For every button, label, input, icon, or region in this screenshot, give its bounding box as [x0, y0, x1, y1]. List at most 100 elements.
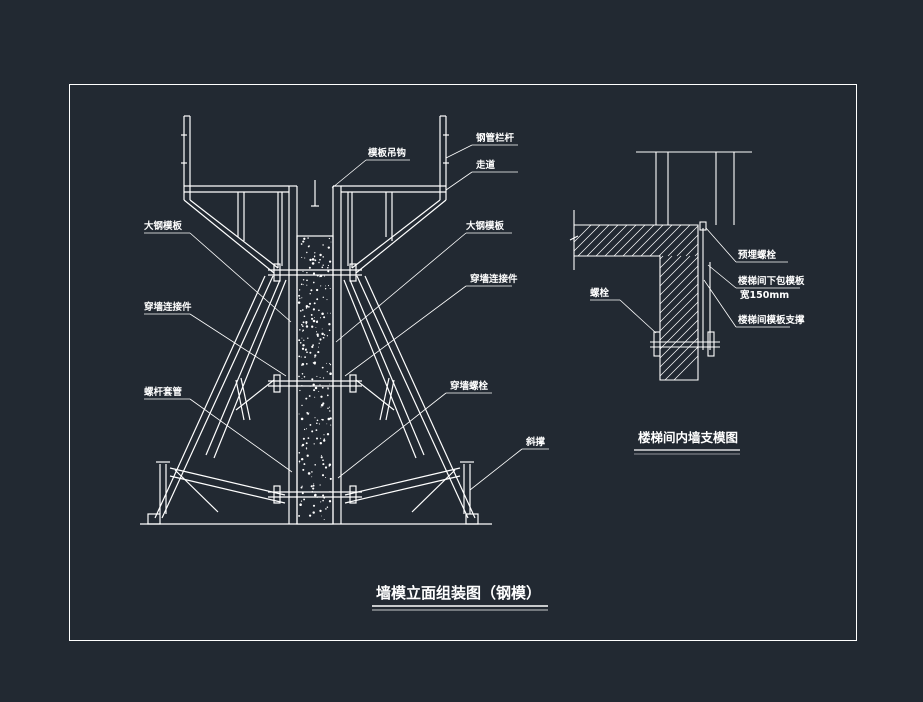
- concrete-speckle: [312, 383, 315, 386]
- concrete-speckle: [321, 366, 324, 369]
- wall-tie-middle: [268, 374, 362, 393]
- section-hatch-line: [685, 243, 699, 257]
- concrete-speckle: [306, 251, 308, 254]
- concrete-speckle: [322, 256, 324, 258]
- concrete-speckle: [325, 508, 327, 510]
- concrete-speckle: [312, 484, 315, 487]
- concrete-speckle: [297, 301, 301, 304]
- concrete-speckle: [307, 413, 310, 415]
- section-hatch-line: [659, 255, 691, 287]
- concrete-speckle: [299, 389, 301, 392]
- label-brace: 斜撑: [525, 436, 546, 448]
- concrete-speckle: [309, 258, 312, 262]
- concrete-speckle: [330, 424, 332, 426]
- concrete-speckle: [310, 485, 313, 488]
- concrete-speckle: [328, 500, 332, 503]
- concrete-speckle: [326, 362, 328, 364]
- concrete-speckle: [311, 317, 314, 320]
- concrete-speckle: [307, 337, 309, 339]
- concrete-speckle: [301, 492, 304, 495]
- concrete-speckle: [316, 422, 318, 425]
- concrete-speckle: [312, 344, 314, 346]
- concrete-speckle: [316, 419, 319, 422]
- concrete-speckle: [321, 515, 322, 517]
- concrete-speckle: [302, 437, 305, 440]
- label-screw-rod: 螺杆套管: [144, 386, 183, 398]
- concrete-speckle: [314, 396, 316, 398]
- concrete-speckle: [317, 351, 320, 354]
- concrete-speckle: [308, 514, 312, 517]
- concrete-speckle: [305, 447, 308, 449]
- drawing-frame: [69, 84, 857, 641]
- concrete-speckle: [328, 260, 332, 263]
- label-walkway: 走道: [475, 159, 496, 171]
- concrete-speckle: [327, 246, 330, 249]
- section-hatch-line: [659, 310, 699, 350]
- concrete-speckle: [326, 506, 329, 508]
- concrete-speckle: [303, 428, 306, 431]
- concrete-speckle: [327, 407, 329, 409]
- concrete-speckle: [312, 281, 315, 284]
- concrete-speckle: [315, 331, 318, 333]
- concrete-speckle: [326, 423, 328, 425]
- concrete-speckle: [321, 312, 324, 315]
- section-hatch-line: [659, 255, 673, 269]
- concrete-speckle: [303, 463, 306, 466]
- concrete-speckle: [300, 417, 304, 421]
- concrete-speckle: [323, 316, 326, 319]
- wall-tie-bottom: [268, 485, 362, 504]
- concrete-speckle: [298, 375, 300, 378]
- concrete-speckle: [305, 363, 308, 365]
- label-top-hook: 模板吊钩: [368, 147, 407, 159]
- concrete-speckle: [300, 283, 303, 286]
- concrete-speckle: [299, 297, 301, 300]
- concrete-speckle: [322, 264, 324, 266]
- concrete-speckle: [324, 287, 327, 290]
- concrete-speckle: [299, 462, 300, 464]
- concrete-speckle: [313, 256, 316, 258]
- concrete-wall: [296, 235, 334, 525]
- section-hatch-line: [659, 301, 699, 341]
- concrete-speckle: [320, 406, 322, 408]
- concrete-speckle: [322, 296, 325, 299]
- section-hatch-line: [595, 224, 628, 257]
- section-hatch-line: [622, 224, 655, 257]
- concrete-speckle: [306, 413, 308, 415]
- concrete-speckle: [302, 279, 305, 281]
- concrete-speckle: [300, 486, 303, 489]
- concrete-speckle: [318, 346, 319, 348]
- concrete-speckle: [310, 289, 313, 292]
- concrete-speckle: [311, 345, 314, 349]
- concrete-speckle: [315, 437, 319, 440]
- concrete-speckle: [309, 293, 311, 295]
- section-hatch-line: [577, 224, 610, 257]
- concrete-speckle: [321, 266, 324, 269]
- section-hatch-line: [673, 355, 699, 381]
- label-lower-form: 楼梯间下包模板: [738, 275, 805, 287]
- concrete-speckle: [319, 258, 321, 261]
- concrete-speckle: [321, 418, 323, 421]
- concrete-speckle: [306, 284, 308, 286]
- section-hatch-line: [667, 225, 699, 257]
- concrete-speckle: [318, 423, 320, 425]
- concrete-speckle: [305, 320, 308, 324]
- concrete-speckle: [312, 308, 315, 311]
- concrete-speckle: [298, 355, 301, 358]
- concrete-speckle: [305, 348, 307, 350]
- section-hatch-line: [694, 252, 699, 257]
- concrete-speckle: [302, 321, 305, 324]
- concrete-speckle: [298, 451, 301, 454]
- concrete-speckle: [316, 298, 319, 301]
- concrete-speckle: [301, 297, 303, 299]
- concrete-speckle: [327, 264, 329, 267]
- concrete-speckle: [299, 329, 301, 331]
- concrete-speckle: [302, 325, 304, 327]
- main-leader-lines: [144, 144, 549, 491]
- concrete-speckle: [323, 434, 325, 436]
- concrete-speckle: [322, 459, 324, 462]
- section-hatch-line: [659, 255, 664, 260]
- concrete-speckle: [328, 406, 330, 408]
- concrete-speckle: [312, 272, 316, 275]
- concrete-speckle: [319, 484, 321, 486]
- concrete-speckle: [314, 259, 317, 262]
